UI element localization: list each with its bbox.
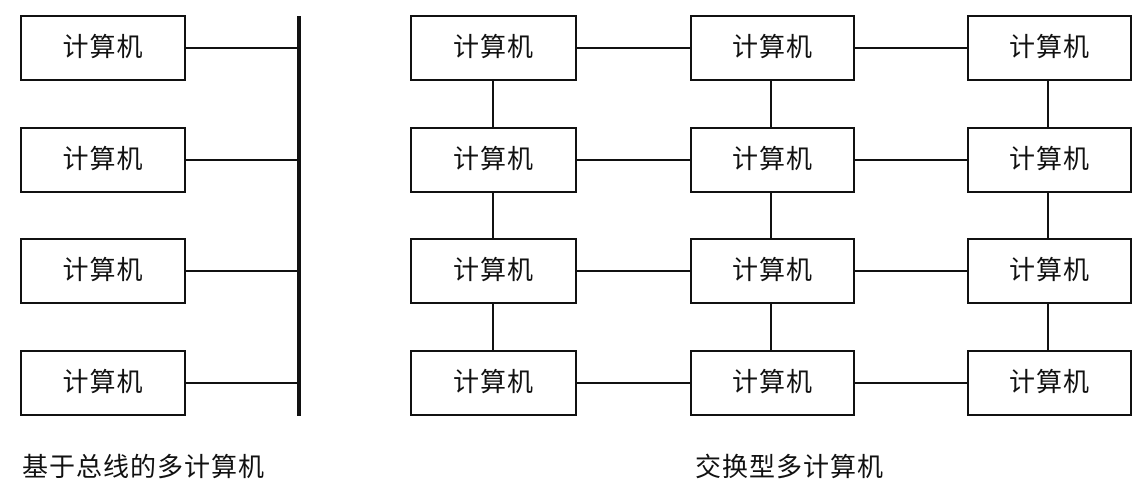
mesh-computer-node: 计算机	[410, 350, 577, 416]
computer-label: 计算机	[731, 256, 813, 286]
computer-label: 计算机	[452, 33, 534, 63]
computer-label: 计算机	[452, 145, 534, 175]
mesh-computer-node: 计算机	[967, 15, 1132, 81]
computer-label: 计算机	[731, 33, 813, 63]
bus-diagram-caption: 基于总线的多计算机	[22, 453, 266, 483]
computer-label: 计算机	[62, 368, 144, 398]
computer-label: 计算机	[1008, 33, 1090, 63]
mesh-computer-node: 计算机	[690, 238, 855, 304]
mesh-computer-node: 计算机	[690, 350, 855, 416]
mesh-computer-node: 计算机	[410, 238, 577, 304]
mesh-computer-node: 计算机	[967, 238, 1132, 304]
bus-computer-node: 计算机	[20, 350, 186, 416]
computer-label: 计算机	[1008, 256, 1090, 286]
mesh-computer-node: 计算机	[967, 350, 1132, 416]
mesh-computer-node: 计算机	[690, 127, 855, 193]
bus-computer-node: 计算机	[20, 127, 186, 193]
computer-label: 计算机	[1008, 368, 1090, 398]
computer-label: 计算机	[731, 368, 813, 398]
mesh-computer-node: 计算机	[410, 127, 577, 193]
computer-label: 计算机	[452, 256, 534, 286]
computer-label: 计算机	[62, 256, 144, 286]
bus-computer-node: 计算机	[20, 238, 186, 304]
mesh-diagram-lines	[492, 47, 1049, 384]
computer-label: 计算机	[62, 145, 144, 175]
switched-diagram-caption: 交换型多计算机	[695, 453, 885, 483]
bus-diagram-lines	[186, 16, 301, 416]
mesh-computer-node: 计算机	[410, 15, 577, 81]
computer-label: 计算机	[452, 368, 534, 398]
computer-label: 计算机	[1008, 145, 1090, 175]
mesh-computer-node: 计算机	[967, 127, 1132, 193]
computer-label: 计算机	[731, 145, 813, 175]
bus-computer-node: 计算机	[20, 15, 186, 81]
computer-label: 计算机	[62, 33, 144, 63]
mesh-computer-node: 计算机	[690, 15, 855, 81]
